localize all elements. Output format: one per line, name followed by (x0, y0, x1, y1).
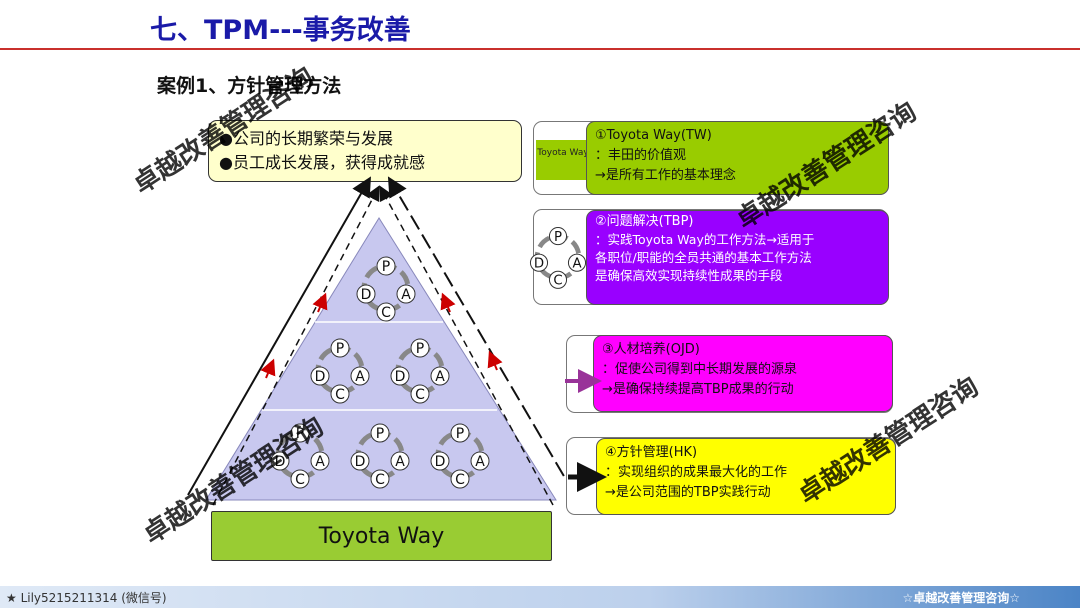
footer-contact: ★ Lily5215211314 (微信号) (6, 591, 167, 605)
pdca-label-c: C (295, 472, 305, 488)
pdca-label-p: P (296, 426, 304, 442)
pdca-node-d (350, 451, 370, 471)
pdca-node-a (390, 451, 410, 471)
pdca-label-a: A (475, 454, 485, 470)
toyota-way-tag: Toyota Way (536, 140, 590, 180)
card-tbp: ②问题解决(TBP) ：实践Toyota Way的工作方法→适用于 各职位/职能… (586, 210, 889, 305)
pdca-label-a: A (315, 454, 325, 470)
pdca-node-d (270, 451, 290, 471)
pdca-label-d: D (275, 454, 286, 470)
card-tw-title: ①Toyota Way(TW) (595, 128, 712, 143)
card-tbp-line-3: 是确保高效实现持续性成果的手段 (595, 268, 783, 283)
pdca-node-c (450, 469, 470, 489)
pdca-node-p (370, 423, 390, 443)
pdca-label-p: P (416, 341, 424, 357)
card-tw: ①Toyota Way(TW) ：丰田的价值观 →是所有工作的基本理念 (586, 121, 889, 195)
pdca-node-a (396, 284, 416, 304)
pdca-node-d (310, 366, 330, 386)
pdca-node-p (450, 423, 470, 443)
pdca-label-d: D (395, 369, 406, 385)
pdca-node-p (410, 338, 430, 358)
pdca-label-d: D (435, 454, 446, 470)
pdca-label-p: P (376, 426, 384, 442)
card-ojd-line-1: ：促使公司得到中长期发展的源泉 (602, 362, 798, 377)
left-inner-arrow (212, 185, 380, 506)
pdca-label-p: P (382, 259, 390, 275)
footer-brand: ☆卓越改善管理咨询☆ (902, 591, 1020, 605)
goal-line-1: ●公司的长期繁荣与发展 (219, 129, 393, 148)
pdca-label-c: C (415, 387, 425, 403)
pdca-label-d: D (361, 287, 372, 303)
pdca-node-d (390, 366, 410, 386)
pdca-node-c (330, 384, 350, 404)
page-title: 七、TPM---事务改善 (150, 15, 411, 46)
pdca-node-c (410, 384, 430, 404)
pdca-node-c (370, 469, 390, 489)
card-tbp-line-1: ：实践Toyota Way的工作方法→适用于 (595, 232, 815, 247)
pdca-label-a: A (355, 369, 365, 385)
pdca-label-d: D (355, 454, 366, 470)
card-tbp-line-2: 各职位/职能的全员共通的基本工作方法 (595, 250, 812, 265)
card-hk: ④方针管理(HK) ：实现组织的成果最大化的工作 →是公司范围的TBP实践行动 (596, 438, 896, 515)
pdca-label-c: C (381, 305, 391, 321)
pdca-label-c: C (375, 472, 385, 488)
pdca-node-c (376, 302, 396, 322)
pdca-node-a (350, 366, 370, 386)
pdca-node-a (470, 451, 490, 471)
pdca-node-p (290, 423, 310, 443)
pdca-label-p: P (456, 426, 464, 442)
card-hk-line-1: ：实现组织的成果最大化的工作 (605, 465, 788, 480)
red-arrow-2 (312, 292, 328, 313)
page-subtitle: 案例1、方针管理方法 (157, 75, 342, 97)
card-tw-line-1: ：丰田的价值观 (595, 148, 687, 163)
pdca-node-a (310, 451, 330, 471)
goal-box: ●公司的长期繁荣与发展 ●员工成长发展，获得成就感 (208, 120, 522, 182)
red-arrow-3 (440, 292, 456, 313)
pdca-label-a: A (395, 454, 405, 470)
pdca-label-d: D (315, 369, 326, 385)
pdca-label-c: C (335, 387, 345, 403)
card-ojd-title: ③人材培养(OJD) (602, 342, 700, 357)
card-tw-line-2: →是所有工作的基本理念 (595, 168, 736, 183)
card-hk-line-2: →是公司范围的TBP实践行动 (605, 485, 771, 500)
pdca-label-p: P (336, 341, 344, 357)
red-arrow-4 (487, 350, 503, 371)
pdca-node-d (430, 451, 450, 471)
card-hk-title: ④方针管理(HK) (605, 445, 698, 460)
pdca-node-c (290, 469, 310, 489)
pdca-label-c: C (455, 472, 465, 488)
left-outer-arrow (187, 176, 371, 496)
card-ojd: ③人材培养(OJD) ：促使公司得到中长期发展的源泉 →是确保持续提高TBP成果… (593, 335, 893, 412)
goal-line-2: ●员工成长发展，获得成就感 (219, 153, 425, 172)
pdca-label-a: A (401, 287, 411, 303)
pdca-node-p (376, 256, 396, 276)
red-arrow-1 (260, 358, 276, 379)
title-divider (0, 48, 1080, 50)
foundation-box: Toyota Way (211, 511, 552, 561)
pdca-node-d (356, 284, 376, 304)
right-outer-arrow (387, 176, 576, 496)
footer-bar: ★ Lily5215211314 (微信号) ☆卓越改善管理咨询☆ (0, 586, 1080, 608)
pdca-label-a: A (435, 369, 445, 385)
pdca-node-a (430, 366, 450, 386)
card-ojd-line-2: →是确保持续提高TBP成果的行动 (602, 382, 794, 397)
pdca-node-p (330, 338, 350, 358)
card-tbp-title: ②问题解决(TBP) (595, 214, 694, 229)
